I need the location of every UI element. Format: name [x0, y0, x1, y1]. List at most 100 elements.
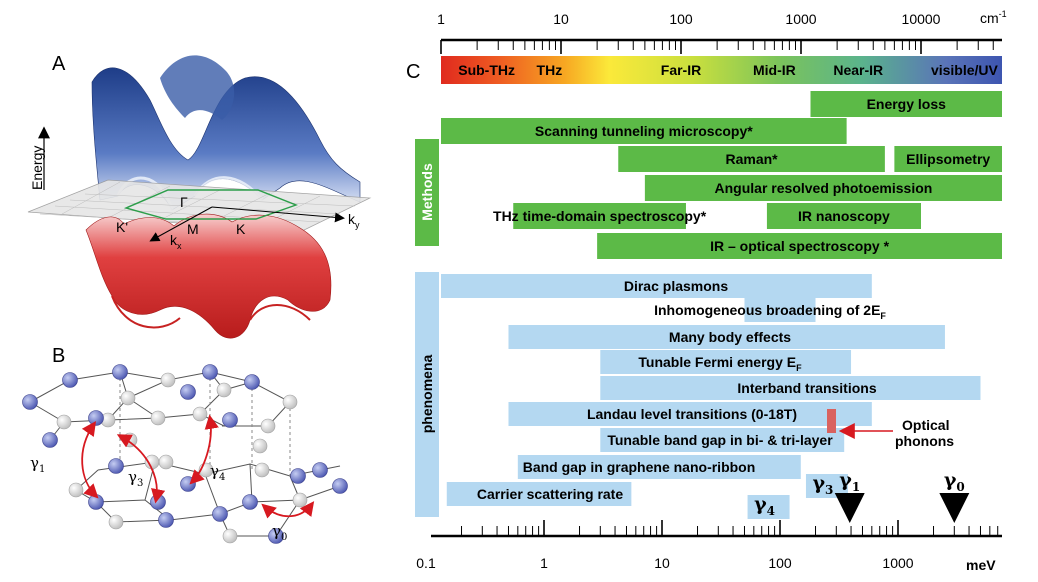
phenomenon-bar: [446, 482, 632, 506]
method-bar: [644, 175, 1002, 201]
carbon-atom-a-site: [88, 494, 104, 510]
phenomenon-bar: [600, 350, 852, 374]
carbon-atom-b-site: [254, 462, 270, 478]
optical-phonons-label-line2: phonons: [895, 433, 954, 449]
carbon-atom-b-site: [160, 372, 176, 388]
k-prime-point-label: K': [116, 219, 128, 235]
method-bar-label: Energy loss: [867, 96, 947, 112]
band-structure-panel: A Energy ky kx Γ M K: [27, 53, 372, 339]
gamma3-label: γ3: [128, 468, 143, 489]
gamma-point-label: Γ: [180, 194, 188, 210]
carbon-atom-a-site: [202, 364, 218, 380]
gamma1-arrow: [81, 421, 99, 499]
gamma4-arrow: [189, 414, 219, 485]
method-bar: [441, 118, 847, 144]
brillouin-zone-hexagon: [123, 189, 299, 220]
carbon-atom-b-site: [260, 418, 276, 434]
top-axis-tick-label: 10: [553, 11, 569, 27]
gamma-marker-box: [747, 495, 790, 519]
carbon-atom-b-site: [144, 454, 160, 470]
carbon-atom-a-site: [62, 372, 78, 388]
carbon-atom-a-site: [88, 410, 104, 426]
method-bar-label: IR nanoscopy: [798, 208, 890, 224]
method-bar: [894, 146, 1002, 172]
optical-phonons-label-line1: Optical: [902, 417, 949, 433]
method-bar-label: IR – optical spectroscopy *: [710, 238, 889, 254]
phenomenon-bar-label: Many body effects: [669, 329, 791, 345]
phenomena-side-label: phenomena: [419, 355, 435, 434]
carbon-atom-a-site: [150, 494, 166, 510]
bottom-axis-tick-label: 1000: [882, 555, 913, 571]
carbon-atom-a-site: [312, 462, 328, 478]
phenomenon-bar: [517, 455, 801, 479]
spectrum-label: Sub-THz: [458, 62, 515, 78]
spectrum-label: Far-IR: [661, 62, 701, 78]
carbon-atom-b-site: [282, 394, 298, 410]
phenomenon-bar: [441, 274, 872, 298]
bottom-axis-tick-label: 1: [540, 555, 548, 571]
method-bar: [618, 146, 885, 172]
valence-band-surface: [85, 213, 332, 339]
carbon-atom-a-site: [180, 384, 196, 400]
method-bar: [513, 203, 686, 229]
carbon-atom-a-site: [212, 506, 228, 522]
carbon-atom-a-site: [268, 528, 284, 544]
carbon-atom-a-site: [22, 394, 38, 410]
ky-axis: [211, 206, 345, 223]
phenomenon-bar-label: Band gap in graphene nano-ribbon: [523, 459, 756, 475]
carbon-atom-b-site: [108, 514, 124, 530]
phenomenon-bar-label: Inhomogeneous broadening of 2EF: [654, 302, 886, 321]
gamma0-label: γ0: [272, 522, 287, 543]
m-point-label: M: [187, 221, 199, 237]
method-bar-label: Raman*: [725, 151, 778, 167]
carbon-atom-a-site: [42, 432, 58, 448]
phenomenon-bar: [600, 428, 845, 452]
gamma3-arrow: [116, 434, 166, 504]
energy-axis-label: Energy: [29, 146, 45, 190]
carbon-atom-b-site: [158, 454, 174, 470]
carbon-atom-b-site: [192, 406, 208, 422]
phenomenon-bar: [744, 298, 816, 322]
gamma1-label: γ1: [30, 454, 45, 475]
panel-a-label: A: [52, 53, 66, 75]
carbon-atom-a-site: [108, 458, 124, 474]
carbon-atom-b-site: [252, 438, 268, 454]
phenomenon-bar-label: Landau level transitions (0-18T): [587, 406, 797, 422]
spectrum-label: visible/UV: [931, 62, 999, 78]
phenomenon-bar: [600, 376, 981, 400]
carbon-atom-b-site: [150, 410, 166, 426]
ky-label: ky: [348, 211, 360, 230]
phenomenon-bar-label: Carrier scattering rate: [477, 486, 624, 502]
method-bar-label: THz time-domain spectroscopy*: [493, 208, 707, 224]
methods-side-bar: [415, 139, 439, 246]
spectrum-label: Near-IR: [833, 62, 883, 78]
phenomenon-bar-label: Dirac plasmons: [624, 278, 728, 294]
method-bar-label: Angular resolved photoemission: [715, 180, 933, 196]
method-bar-label: Ellipsometry: [906, 151, 990, 167]
bottom-axis-tick-label: 100: [768, 555, 792, 571]
method-bar: [597, 233, 1002, 259]
top-axis-tick-label: 100: [669, 11, 693, 27]
spectrum-label: THz: [537, 62, 563, 78]
carbon-atom-b-site: [120, 390, 136, 406]
k-point-label: K: [236, 221, 246, 237]
phenomenon-bar-label: Interband transitions: [737, 380, 876, 396]
carbon-atom-a-site: [112, 364, 128, 380]
top-axis-tick-label: 1: [437, 11, 445, 27]
carbon-atom-a-site: [290, 468, 306, 484]
methods-side-label: Methods: [419, 163, 435, 221]
carbon-atom-b-site: [68, 482, 84, 498]
top-axis-unit: cm-1: [980, 9, 1007, 26]
carbon-atom-b-site: [56, 414, 72, 430]
optical-phonon-marker: [827, 409, 836, 433]
panel-c-label: C: [406, 61, 420, 83]
carbon-atom-a-site: [242, 494, 258, 510]
carbon-atom-a-site: [180, 476, 196, 492]
carbon-atom-b-site: [222, 528, 238, 544]
carbon-atom-a-site: [332, 478, 348, 494]
phenomenon-bar: [508, 402, 872, 426]
